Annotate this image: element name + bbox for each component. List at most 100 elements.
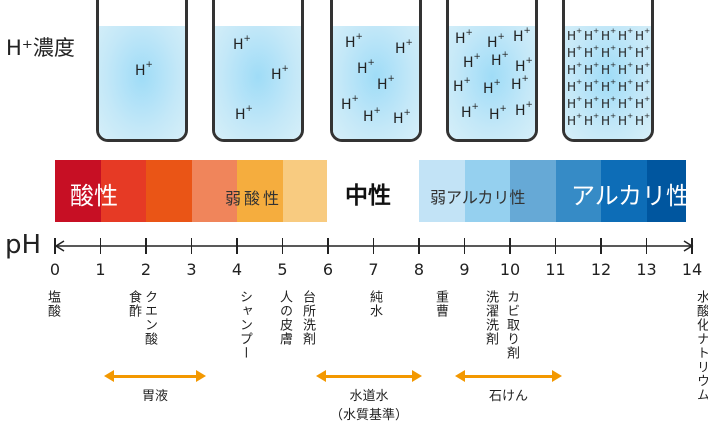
tick-label-5: 5: [277, 260, 288, 279]
tick-mark: [600, 238, 602, 254]
tick-mark: [145, 238, 147, 254]
h-ion: H+: [461, 102, 479, 121]
band-segment: [373, 160, 420, 222]
substance-label: 重曹: [433, 290, 448, 318]
tick-mark: [281, 238, 284, 254]
tick-label-13: 13: [636, 260, 657, 279]
h-ion: H+: [513, 26, 531, 45]
h-ion: H+: [567, 111, 583, 128]
beaker: H+H+H+H+H+H+H+H+H+H+H+H+: [446, 0, 538, 142]
h-ion: H+: [584, 77, 600, 94]
tick-label-9: 9: [459, 260, 470, 279]
beaker-liquid: [333, 26, 419, 139]
label-alkaline: アルカリ性: [571, 182, 691, 210]
h-ion: H+: [618, 77, 634, 94]
tick-label-2: 2: [140, 260, 152, 279]
band-segment: [601, 160, 647, 222]
h-ion: H+: [341, 94, 359, 113]
h-ion: H+: [271, 64, 289, 83]
h-ion: H+: [635, 111, 651, 128]
band-segment: [237, 160, 283, 222]
tick-label-14: 14: [681, 260, 703, 279]
tick-label-0: 0: [49, 260, 61, 279]
h-ion: H+: [635, 94, 651, 111]
h-ion: H+: [455, 28, 473, 47]
h-ion: H+: [618, 60, 634, 77]
h-ion: H+: [515, 56, 533, 75]
h-ion: H+: [487, 32, 505, 51]
h-ion: H+: [491, 50, 509, 69]
h-ion: H+: [235, 104, 253, 123]
h-ion: H+: [567, 77, 583, 94]
tick-mark: [372, 238, 375, 254]
h-ion: H+: [483, 78, 501, 97]
h-ion: H+: [357, 58, 375, 77]
h-ion: H+: [601, 26, 617, 43]
band-segment: [55, 160, 101, 222]
band-segment: [510, 160, 556, 222]
h-ion: H+: [515, 100, 533, 119]
substance-label: 洗濯洗剤: [483, 290, 498, 346]
h-ion: H+: [584, 94, 600, 111]
h-ion: H+: [489, 104, 507, 123]
band-segment: [555, 160, 602, 222]
h-ion: H+: [601, 60, 617, 77]
h-ion: H+: [618, 26, 634, 43]
h-ion: H+: [618, 43, 634, 60]
label-weak-acid: 弱酸性: [225, 189, 283, 208]
beaker-liquid: [99, 26, 185, 139]
h-ion: H+: [618, 111, 634, 128]
label-weak-alkaline: 弱アルカリ性: [430, 188, 526, 207]
h-ion: H+: [601, 43, 617, 60]
h-ion: H+: [511, 74, 529, 93]
h-ion: H+: [601, 111, 617, 128]
substance-label: 純水: [367, 290, 382, 318]
band-segment: [282, 160, 327, 222]
band-segment: [646, 160, 686, 222]
h-ion: H+: [345, 32, 363, 51]
h-ion: H+: [395, 38, 413, 57]
tick-label-3: 3: [186, 260, 197, 279]
band-segment: [419, 160, 465, 222]
tick-mark: [190, 238, 193, 254]
band-segment: [328, 160, 374, 222]
substance-label: クエン酸: [142, 290, 157, 346]
h-ion: H+: [567, 26, 583, 43]
h-ion: H+: [618, 94, 634, 111]
beaker: H+H+H+H+H+H+H+H+H+H+H+H+H+H+H+H+H+H+H+H+…: [562, 0, 654, 142]
h-ion: H+: [635, 43, 651, 60]
h-ion: H+: [635, 26, 651, 43]
tick-mark: [418, 238, 420, 254]
ph-axis: [54, 240, 694, 252]
h-ion: H+: [584, 60, 600, 77]
tick-label-6: 6: [322, 260, 334, 279]
range-arrow-icon: [455, 370, 562, 382]
range-sublabel: （水質基準）: [329, 408, 408, 422]
h-ion: H+: [584, 111, 600, 128]
band-segment: [100, 160, 147, 222]
tick-mark: [645, 238, 648, 254]
h-ion: H+: [584, 43, 600, 60]
range-arrow-icon: [316, 370, 422, 382]
substance-label: カビ取り剤: [504, 290, 519, 360]
tick-label-7: 7: [368, 260, 379, 279]
beaker-liquid: [449, 26, 535, 139]
beaker-liquid: [565, 26, 651, 139]
tick-mark: [463, 238, 466, 254]
label-acid: 酸性: [70, 182, 118, 210]
h-ion: H+: [567, 43, 583, 60]
h-ion: H+: [601, 77, 617, 94]
ph-label: pH: [5, 230, 42, 260]
h-ion: H+: [635, 77, 651, 94]
beaker-liquid: [215, 26, 301, 139]
h-ion: H+: [635, 60, 651, 77]
tick-label-12: 12: [590, 260, 612, 279]
beaker: H+: [96, 0, 188, 142]
range-arrow-icon: [104, 370, 206, 382]
tick-mark: [54, 238, 56, 254]
substance-label: 食酢: [126, 290, 141, 318]
tick-mark: [236, 238, 238, 254]
substance-label: シャンプー: [237, 290, 252, 360]
substance-label: 台所洗剤: [300, 290, 315, 346]
tick-mark: [99, 238, 102, 254]
